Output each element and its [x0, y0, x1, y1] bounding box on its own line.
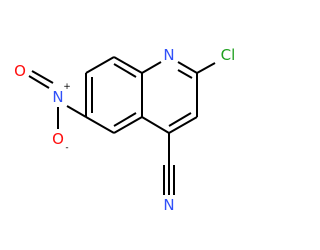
- atom-o-left: O: [14, 62, 26, 80]
- atom-n-nitro: N: [52, 88, 63, 106]
- charge-n-nitro: +: [63, 82, 71, 92]
- atom-o-bottom: O: [52, 130, 64, 148]
- bond-c8a-n1: [141, 61, 162, 74]
- bond-c8-c7: [85, 56, 115, 74]
- bond-c4-c4a: [141, 116, 170, 134]
- charge-o-bottom: -: [65, 143, 68, 153]
- bond-n1-c2-inner: [177, 69, 193, 79]
- bond-c8a-c8-inner: [113, 63, 137, 78]
- bond-c6-c5: [85, 116, 115, 134]
- bond-c2-cl: [196, 62, 216, 74]
- atom-n1: N: [163, 46, 174, 64]
- atom-cl: Cl: [221, 46, 236, 64]
- bond-c3-c4: [168, 116, 198, 134]
- atom-n-nitrile: N: [163, 196, 174, 214]
- molecule-svg: N Cl N + O O - N: [14, 46, 236, 214]
- bond-nnitro-oleft: [28, 75, 50, 89]
- bond-n1-c2: [177, 61, 198, 74]
- bond-c5-c4a: [113, 116, 143, 134]
- bond-c5-c4a-inner: [113, 112, 137, 127]
- structure-diagram: N Cl N + O O - N: [14, 46, 236, 214]
- bond-c6-nnitro: [66, 105, 87, 118]
- bond-c8a-c8: [113, 56, 143, 74]
- bond-c3-c4-inner: [168, 112, 192, 127]
- bond-nnitro-oleft-2: [31, 70, 54, 84]
